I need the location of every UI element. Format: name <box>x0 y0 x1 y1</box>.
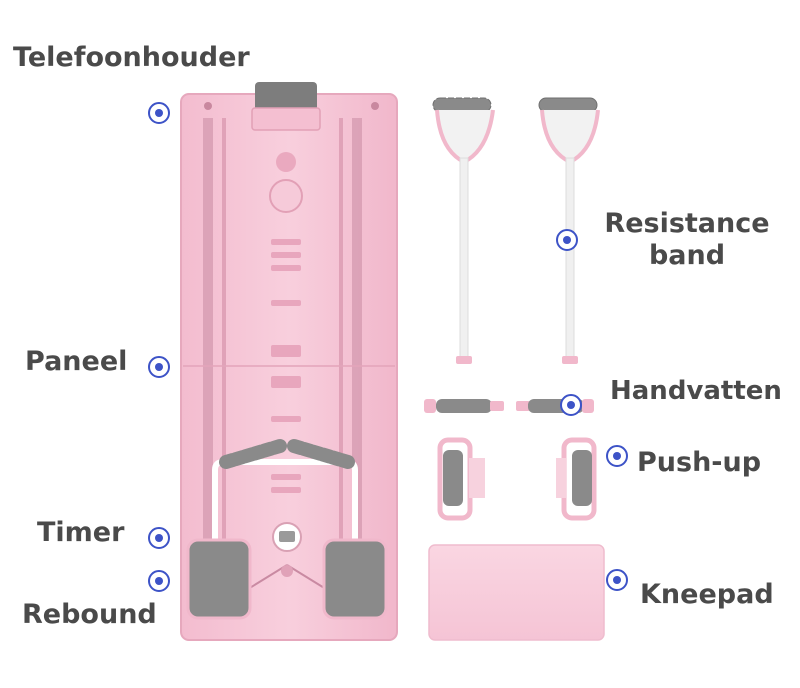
target-dot-icon <box>606 445 628 467</box>
label-resistance-band-line1: Resistance <box>604 208 770 239</box>
target-dot-icon <box>148 102 170 124</box>
label-pushup: Push-up <box>637 447 762 478</box>
label-telefoonhouder: Telefoonhouder <box>13 42 250 73</box>
target-dot-icon <box>560 394 582 416</box>
resistance-band-2 <box>538 97 600 364</box>
label-handvatten: Handvatten <box>610 376 782 406</box>
rebound-pads <box>186 538 388 620</box>
target-dot-icon <box>606 569 628 591</box>
target-dot-icon <box>148 356 170 378</box>
target-dot-icon <box>556 229 578 251</box>
label-rebound: Rebound <box>22 599 157 630</box>
label-resistance-band-line2: band <box>648 240 726 272</box>
board-handle-bar <box>212 439 358 540</box>
resistance-band-1 <box>432 97 495 364</box>
pushup-grips <box>437 437 597 521</box>
label-timer: Timer <box>37 517 125 548</box>
label-paneel: Paneel <box>25 346 128 377</box>
label-resistance-band: Resistance band <box>596 208 778 273</box>
main-board <box>180 93 398 641</box>
target-dot-icon <box>148 527 170 549</box>
target-dot-icon <box>148 570 170 592</box>
kneepad-part <box>428 544 605 641</box>
phone-holder-part <box>251 82 321 131</box>
label-kneepad: Kneepad <box>640 579 774 610</box>
